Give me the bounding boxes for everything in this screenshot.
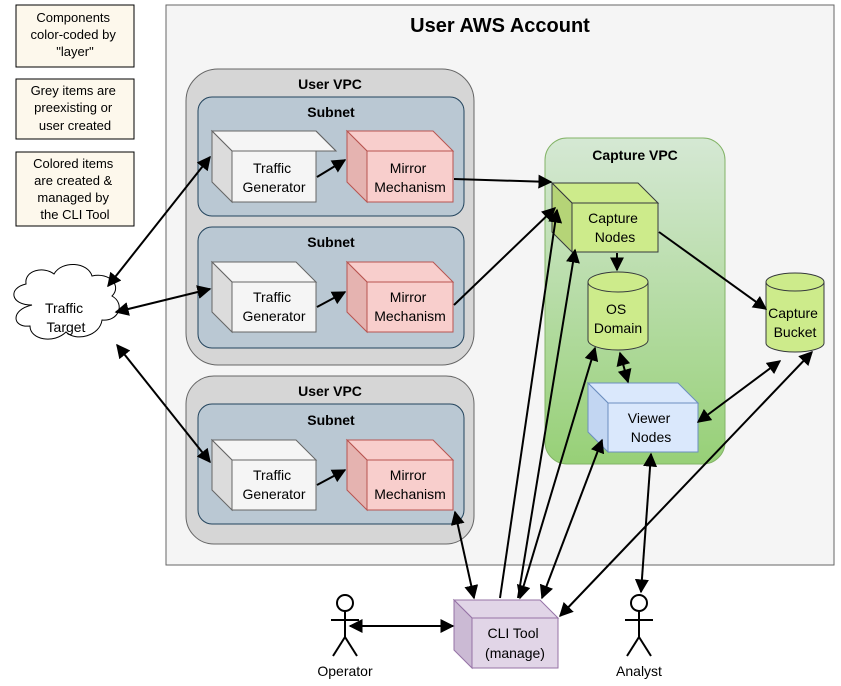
mirror-mechanism-2: Mirror Mechanism <box>345 260 455 334</box>
edge-target-gen3 <box>116 343 211 464</box>
edge-target-gen1 <box>107 155 211 288</box>
legend-layer-note: Components color-coded by "layer" <box>15 4 135 68</box>
svg-text:Components color-coded b: Components color-coded by "layer" <box>31 10 120 59</box>
edge-gen3-mirror3 <box>316 469 347 486</box>
capture-bucket: Capture Bucket <box>765 272 825 353</box>
svg-text:Traffic Target: Traffic Target <box>45 300 87 335</box>
analyst-label: Analyst <box>616 663 662 679</box>
edge-cli-bucket <box>559 350 813 618</box>
cli-tool: CLI Tool (manage) <box>452 598 560 670</box>
subnet-1-title: Subnet <box>307 104 355 120</box>
edge-target-gen2 <box>114 285 212 316</box>
mirror-mechanism-3: Mirror Mechanism <box>345 438 455 512</box>
svg-text:Mirror Mechanism: Mirror Mechanism <box>374 467 446 502</box>
edge-mirror3-cli <box>450 510 479 600</box>
mirror-mechanism-1: Mirror Mechanism <box>345 129 455 204</box>
connections <box>107 155 813 633</box>
svg-text:Traffic Generator: Traffic Generator <box>242 160 305 195</box>
svg-text:CLI Tool (manage): CLI Tool (manage) <box>485 625 545 661</box>
svg-text:Grey items are preexisti: Grey items are preexisting or user creat… <box>31 83 120 133</box>
traffic-target-cloud: Traffic Target <box>13 264 120 340</box>
viewer-nodes: Viewer Nodes <box>586 381 700 454</box>
os-domain: OS Domain <box>587 271 649 351</box>
subnet-2-title: Subnet <box>307 234 355 250</box>
account-title: User AWS Account <box>410 15 590 37</box>
traffic-generator-3: Traffic Generator <box>210 438 318 512</box>
legend-colored-note: Colored items are created & managed by t… <box>15 151 135 227</box>
operator-label: Operator <box>317 663 373 679</box>
edge-capture-bucket <box>658 231 768 310</box>
user-vpc-2-title: User VPC <box>298 383 362 399</box>
svg-text:Capture Bucket: Capture Bucket <box>768 305 822 340</box>
legend-grey-note: Grey items are preexisting or user creat… <box>15 78 135 140</box>
analyst-actor <box>625 594 653 657</box>
svg-text:Colored items are create: Colored items are created & managed by t… <box>33 156 117 222</box>
svg-text:Capture Nodes: Capture Nodes <box>588 210 642 245</box>
edge-gen2-mirror2 <box>316 291 347 308</box>
edge-mirror1-capture <box>453 174 553 189</box>
traffic-generator-2: Traffic Generator <box>210 260 318 334</box>
edge-mirror2-capture <box>453 207 557 306</box>
user-vpc-1-title: User VPC <box>298 76 362 92</box>
subnet-3-title: Subnet <box>307 412 355 428</box>
capture-nodes: Capture Nodes <box>550 181 660 254</box>
svg-text:Mirror Mechanism: Mirror Mechanism <box>374 289 446 324</box>
edge-gen1-mirror1 <box>316 159 347 178</box>
traffic-generator-1: Traffic Generator <box>210 129 338 204</box>
edge-analyst-viewer <box>634 452 658 594</box>
capture-vpc-title: Capture VPC <box>592 147 678 163</box>
svg-text:Traffic Generator: Traffic Generator <box>242 467 305 502</box>
svg-text:Mirror Mechanism: Mirror Mechanism <box>374 160 446 195</box>
svg-text:OS Domain: OS Domain <box>594 301 642 336</box>
svg-text:Traffic Generator: Traffic Generator <box>242 289 305 324</box>
